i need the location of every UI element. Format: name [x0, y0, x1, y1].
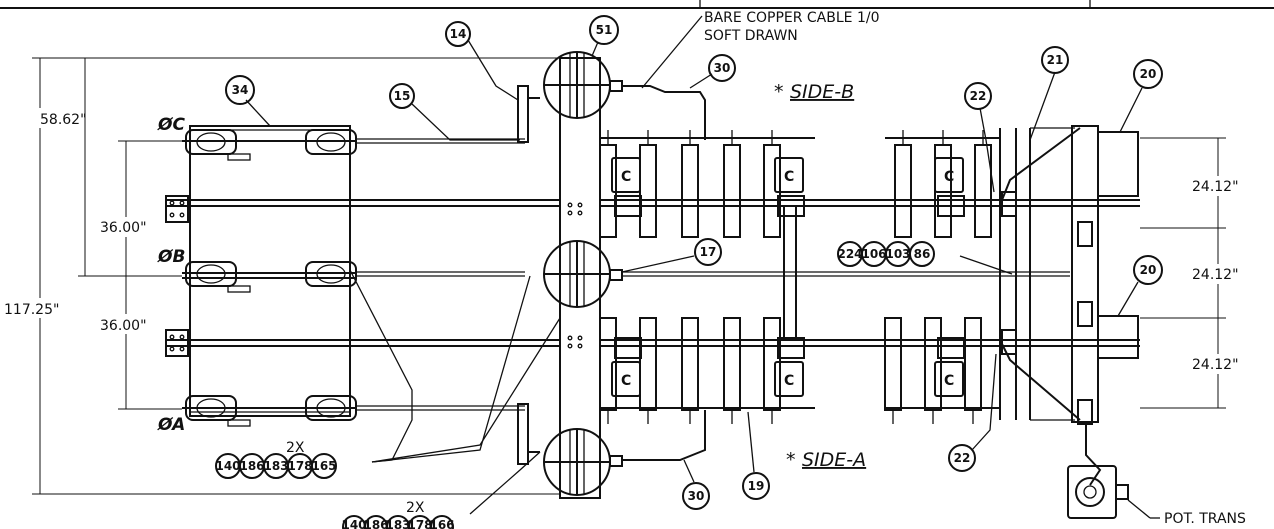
- cable-note-line1: BARE COPPER CABLE 1/0: [704, 10, 880, 26]
- svg-text:178: 178: [407, 518, 432, 529]
- conductors-left: [356, 85, 540, 465]
- svg-text:166: 166: [429, 518, 454, 529]
- svg-text:30: 30: [688, 489, 705, 503]
- svg-text:14: 14: [450, 27, 467, 41]
- phase-frame-left: [165, 125, 560, 417]
- svg-text:22: 22: [954, 451, 971, 465]
- qty-2x-upper: 2X: [286, 440, 305, 456]
- dim-24-12-mid: 24.12": [1192, 267, 1239, 283]
- balloon-21: 21: [1041, 46, 1069, 74]
- svg-text:19: 19: [748, 479, 765, 493]
- insulators-phase-a: [182, 395, 357, 427]
- svg-text:165: 165: [311, 459, 336, 473]
- svg-text:140: 140: [341, 518, 366, 529]
- svg-text:30: 30: [714, 61, 731, 75]
- svg-text:103: 103: [885, 247, 910, 261]
- dim-24-12-bottom: 24.12": [1192, 357, 1239, 373]
- switch-label: C: [621, 169, 631, 185]
- dim-24-12-top: 24.12": [1192, 179, 1239, 195]
- balloon-22-bottom: 22: [948, 444, 976, 472]
- cable-note-line2: SOFT DRAWN: [704, 28, 798, 44]
- side-b-marker: *: [774, 81, 784, 103]
- balloon-22-top: 22: [964, 82, 992, 110]
- side-a-label: SIDE-A: [802, 449, 866, 471]
- svg-text:178: 178: [287, 459, 312, 473]
- mid-column-right: [783, 206, 797, 340]
- balloon-14: 14: [445, 21, 471, 47]
- balloon-15: 15: [389, 83, 415, 109]
- svg-text:22: 22: [970, 89, 987, 103]
- switch-blades-side-a: [599, 317, 982, 424]
- svg-text:21: 21: [1047, 53, 1064, 67]
- svg-text:34: 34: [232, 83, 249, 97]
- title-block-border: [0, 0, 1274, 9]
- svg-text:183: 183: [263, 459, 288, 473]
- phase-label-b: ØB: [157, 247, 185, 267]
- svg-text:186: 186: [239, 459, 264, 473]
- center-column: [559, 57, 601, 499]
- side-a-marker: *: [786, 449, 796, 471]
- switch-labels: C C C C C C: [621, 169, 954, 389]
- balloon-30-top: 30: [708, 54, 736, 82]
- reel-middle: [543, 240, 623, 308]
- dim-36-top: 36.00": [100, 220, 147, 236]
- balloon-17: 17: [694, 238, 722, 266]
- insulators-phase-c: [182, 129, 357, 161]
- svg-text:224: 224: [837, 247, 862, 261]
- balloon-row-3: 140 186 183 178 166: [341, 515, 455, 529]
- switch-label: C: [621, 373, 631, 389]
- balloon-34: 34: [225, 75, 255, 105]
- balloon-20-top: 20: [1133, 59, 1163, 89]
- phase-label-c: ØC: [157, 115, 185, 135]
- dim-117-25: 117.25": [4, 302, 59, 318]
- switch-label: C: [784, 373, 794, 389]
- phase-label-a: ØA: [157, 415, 185, 435]
- qty-2x-lower: 2X: [406, 500, 425, 516]
- reel-bottom: [543, 428, 623, 496]
- reel-top: [543, 51, 623, 119]
- svg-text:186: 186: [363, 518, 388, 529]
- svg-text:183: 183: [385, 518, 410, 529]
- copper-cable: [622, 15, 706, 461]
- svg-text:51: 51: [596, 23, 613, 37]
- switch-label: C: [784, 169, 794, 185]
- balloon-51: 51: [589, 15, 619, 45]
- bus-bars-right: [600, 137, 1140, 409]
- dim-36-bottom: 36.00": [100, 318, 147, 334]
- svg-text:17: 17: [700, 245, 717, 259]
- insulators-phase-b: [182, 261, 357, 293]
- right-end-frame: [999, 125, 1139, 486]
- side-b-label: SIDE-B: [790, 81, 854, 103]
- pot-trans-label: POT. TRANS: [1164, 511, 1246, 527]
- balloon-row-1: 224 106 103 86: [837, 241, 935, 267]
- svg-text:20: 20: [1140, 263, 1157, 277]
- switch-blades-side-b: [599, 130, 992, 238]
- switch-label: C: [944, 169, 954, 185]
- svg-text:140: 140: [215, 459, 240, 473]
- svg-text:86: 86: [914, 247, 931, 261]
- svg-text:106: 106: [861, 247, 886, 261]
- dimension-lines: [32, 57, 1226, 495]
- leader-lines: [245, 39, 1143, 515]
- balloons: 14 51 30 15 34 22 21 20 17 20 22 19 30: [225, 15, 1163, 510]
- balloon-20-bottom: 20: [1133, 255, 1163, 285]
- svg-text:20: 20: [1140, 67, 1157, 81]
- pot-transformer: [1067, 465, 1160, 519]
- balloon-19: 19: [742, 472, 770, 500]
- dim-58-62: 58.62": [40, 112, 87, 128]
- balloon-30-bottom: 30: [682, 482, 710, 510]
- switch-label: C: [944, 373, 954, 389]
- svg-text:15: 15: [394, 89, 411, 103]
- balloon-row-2: 140 186 183 178 165: [215, 453, 337, 479]
